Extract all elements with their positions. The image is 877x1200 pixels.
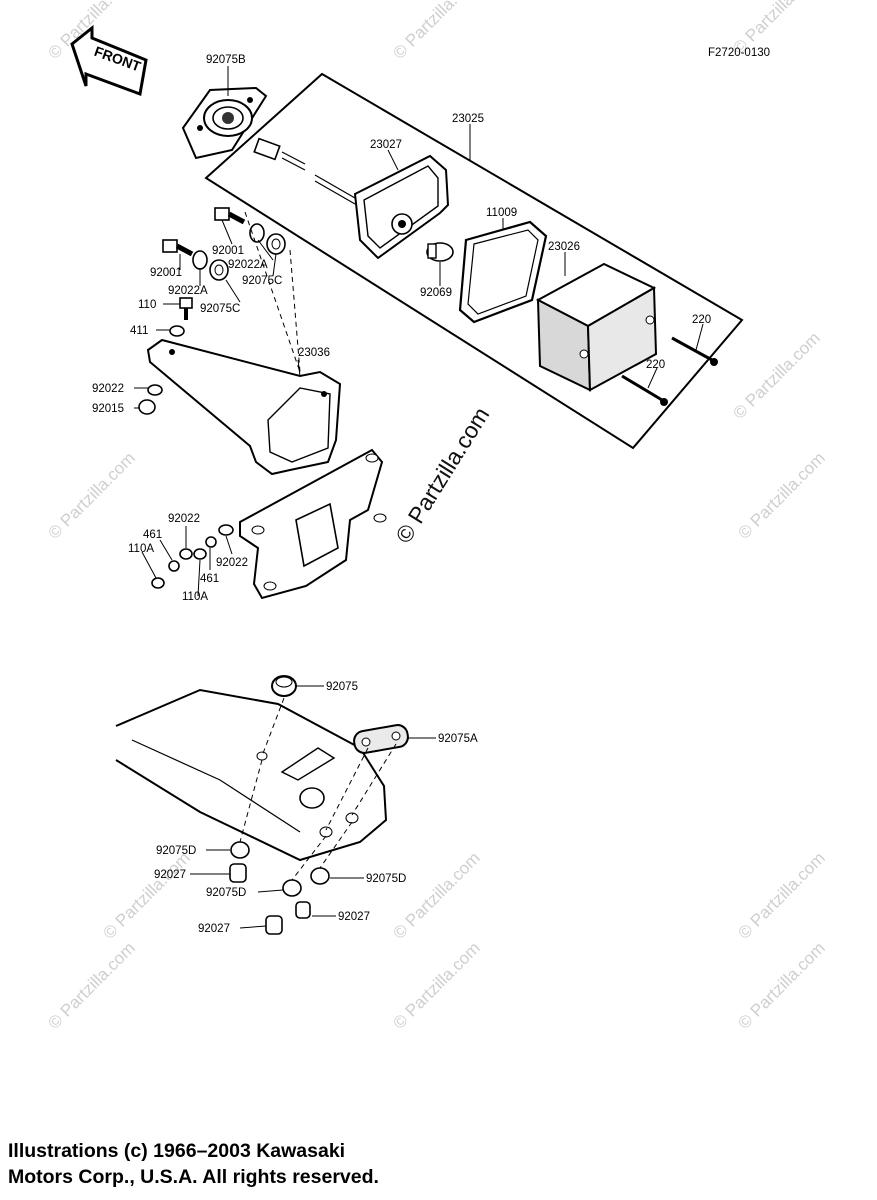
label-92015: 92015 [92, 403, 124, 415]
label-220-upper: 220 [692, 314, 711, 326]
label-92022-left: 92022 [92, 383, 124, 395]
leader-lines [134, 66, 704, 929]
nut-92075c-upper [266, 233, 286, 255]
grommet-92075d-mid [282, 879, 302, 897]
copyright-notice: Illustrations (c) 1966–2003 Kawasaki Mot… [8, 1138, 379, 1190]
lens-23026 [535, 262, 658, 392]
grommet-92075a [353, 724, 409, 754]
grommet-92075d-upper [230, 841, 250, 859]
gasket-11009 [458, 220, 548, 324]
washer-92022-mid [179, 548, 193, 560]
taillight-assembly-box [204, 72, 744, 450]
label-92027-mid: 92027 [338, 911, 370, 923]
label-92022-mid: 92022 [168, 513, 200, 525]
washer-92022-left [147, 384, 163, 396]
plate-holder [239, 448, 387, 600]
watermark: © Partzilla.com [99, 848, 193, 942]
label-92022-right: 92022 [216, 557, 248, 569]
bolt-92001-lower [162, 239, 194, 257]
label-92069: 92069 [420, 287, 452, 299]
rear-fender [115, 688, 388, 862]
watermark-center: © Partzilla.com [390, 402, 494, 547]
label-23036: 23036 [298, 347, 330, 359]
washer-461-left [168, 560, 180, 572]
label-92075: 92075 [326, 681, 358, 693]
watermark: © Partzilla.com [389, 848, 483, 942]
label-461-left: 461 [143, 529, 162, 541]
label-11009: 11009 [486, 207, 517, 219]
bolt-92001-upper [214, 207, 246, 225]
washer-92022-right [218, 524, 234, 536]
label-92001-upper: 92001 [212, 245, 244, 257]
label-92027-lower: 92027 [198, 923, 230, 935]
label-220-lower: 220 [646, 359, 665, 371]
wire-connector [253, 137, 356, 205]
watermark: © Partzilla.com [729, 328, 823, 422]
collar-92027-lower [265, 915, 283, 935]
assembly-lines [239, 211, 397, 881]
grommet-92075b [181, 86, 268, 160]
copyright-line-1: Illustrations (c) 1966–2003 Kawasaki [8, 1140, 346, 1162]
label-110: 110 [138, 299, 156, 311]
washer-92022a-upper [249, 223, 265, 243]
label-110a-left: 110A [128, 543, 154, 555]
label-92001-lower: 92001 [150, 267, 182, 279]
front-arrow: FRONT [70, 24, 148, 97]
nut-92075c-lower [209, 259, 229, 281]
watermark: © Partzilla.com [734, 448, 828, 542]
label-23027: 23027 [370, 139, 402, 151]
nut-92015 [138, 399, 156, 415]
washer-92022a-lower [192, 250, 208, 270]
screw-220-lower [621, 374, 668, 406]
label-461-right: 461 [200, 573, 219, 585]
label-92022a-lower: 92022A [168, 285, 208, 297]
label-92075a: 92075A [438, 733, 478, 745]
label-92075c-upper: 92075C [242, 275, 282, 287]
bolt-110a-left [151, 577, 165, 589]
watermark: © Partzilla.com [44, 938, 138, 1032]
watermark: © Partzilla.com [734, 938, 828, 1032]
label-411: 411 [130, 325, 148, 337]
bracket-23036 [146, 338, 342, 476]
watermark: © Partzilla.com [734, 848, 828, 942]
washer-461-right [205, 536, 217, 548]
label-92075d-mid: 92075D [206, 887, 246, 899]
diagram-code: F2720-0130 [708, 47, 770, 59]
watermark: © Partzilla.com [44, 448, 138, 542]
part-labels: 92075B 23025 23027 11009 23026 92069 220… [92, 54, 711, 935]
screw-220-upper [671, 336, 718, 366]
label-92027-upper: 92027 [154, 869, 186, 881]
label-92075b: 92075B [206, 54, 246, 66]
collar-92027-upper [229, 863, 247, 883]
grommet-92075d-right [310, 867, 330, 885]
copyright-line-2: Motors Corp., U.S.A. All rights reserved… [8, 1166, 379, 1188]
label-110a-right: 110A [182, 591, 208, 603]
grommet-92075 [271, 675, 297, 697]
bolt-110a-right [193, 548, 207, 560]
label-23026: 23026 [548, 241, 580, 253]
label-92022a-upper: 92022A [228, 259, 268, 271]
bolt-110 [179, 297, 193, 320]
label-92075d-right: 92075D [366, 873, 406, 885]
watermark: © Partzilla.com [389, 938, 483, 1032]
washer-411 [169, 325, 185, 337]
watermark: © Partzilla.com [389, 0, 483, 63]
lamp-housing-23027 [353, 154, 450, 260]
bulb-92069 [426, 242, 454, 262]
label-92075d-upper: 92075D [156, 845, 196, 857]
label-23025: 23025 [452, 113, 484, 125]
label-92075c-lower: 92075C [200, 303, 240, 315]
collar-92027-mid [295, 901, 311, 919]
